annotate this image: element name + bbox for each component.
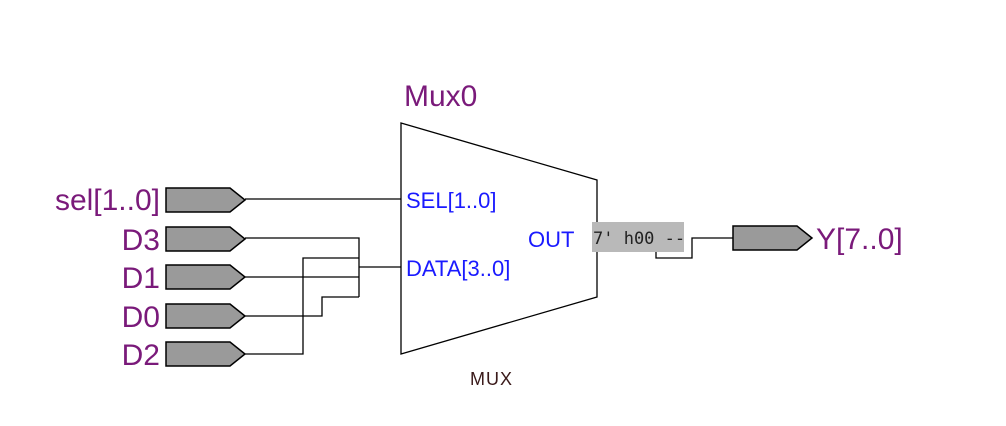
mux-body[interactable]: [400, 122, 598, 355]
input-port-sel-shape: [165, 187, 247, 213]
instance-name: Mux0: [404, 80, 477, 113]
input-port-d2-shape: [165, 341, 247, 367]
input-port-d2-label: D2: [122, 339, 160, 372]
constant-value-label: 7' h00 --: [593, 229, 685, 249]
wire-d2: [245, 257, 359, 355]
input-port-d1-shape: [165, 264, 247, 290]
input-port-d0-label: D0: [122, 301, 160, 334]
input-port-sel-label: sel[1..0]: [55, 184, 160, 217]
input-port-d3-shape: [165, 226, 247, 252]
input-port-d3[interactable]: D3: [122, 224, 247, 257]
wire-out: [655, 237, 733, 259]
wire-d3: [245, 237, 360, 297]
input-port-sel[interactable]: sel[1..0]: [55, 184, 247, 217]
wire-d0: [245, 296, 359, 317]
input-port-d1-label: D1: [122, 262, 160, 295]
output-port-y-label: Y[7..0]: [816, 223, 903, 256]
instance-type: MUX: [470, 369, 513, 389]
input-port-d3-label: D3: [122, 224, 160, 257]
input-port-d0-shape: [165, 303, 247, 329]
pin-sel-label: SEL[1..0]: [406, 188, 497, 213]
pin-data-label: DATA[3..0]: [406, 256, 510, 281]
constant-value-box: [592, 222, 684, 252]
output-port-y[interactable]: Y[7..0]: [732, 223, 903, 256]
output-port-y-shape: [732, 225, 814, 251]
input-port-d1[interactable]: D1: [122, 262, 247, 295]
input-port-d0[interactable]: D0: [122, 301, 247, 334]
input-port-d2[interactable]: D2: [122, 339, 247, 372]
pin-out-label: OUT: [528, 227, 574, 252]
